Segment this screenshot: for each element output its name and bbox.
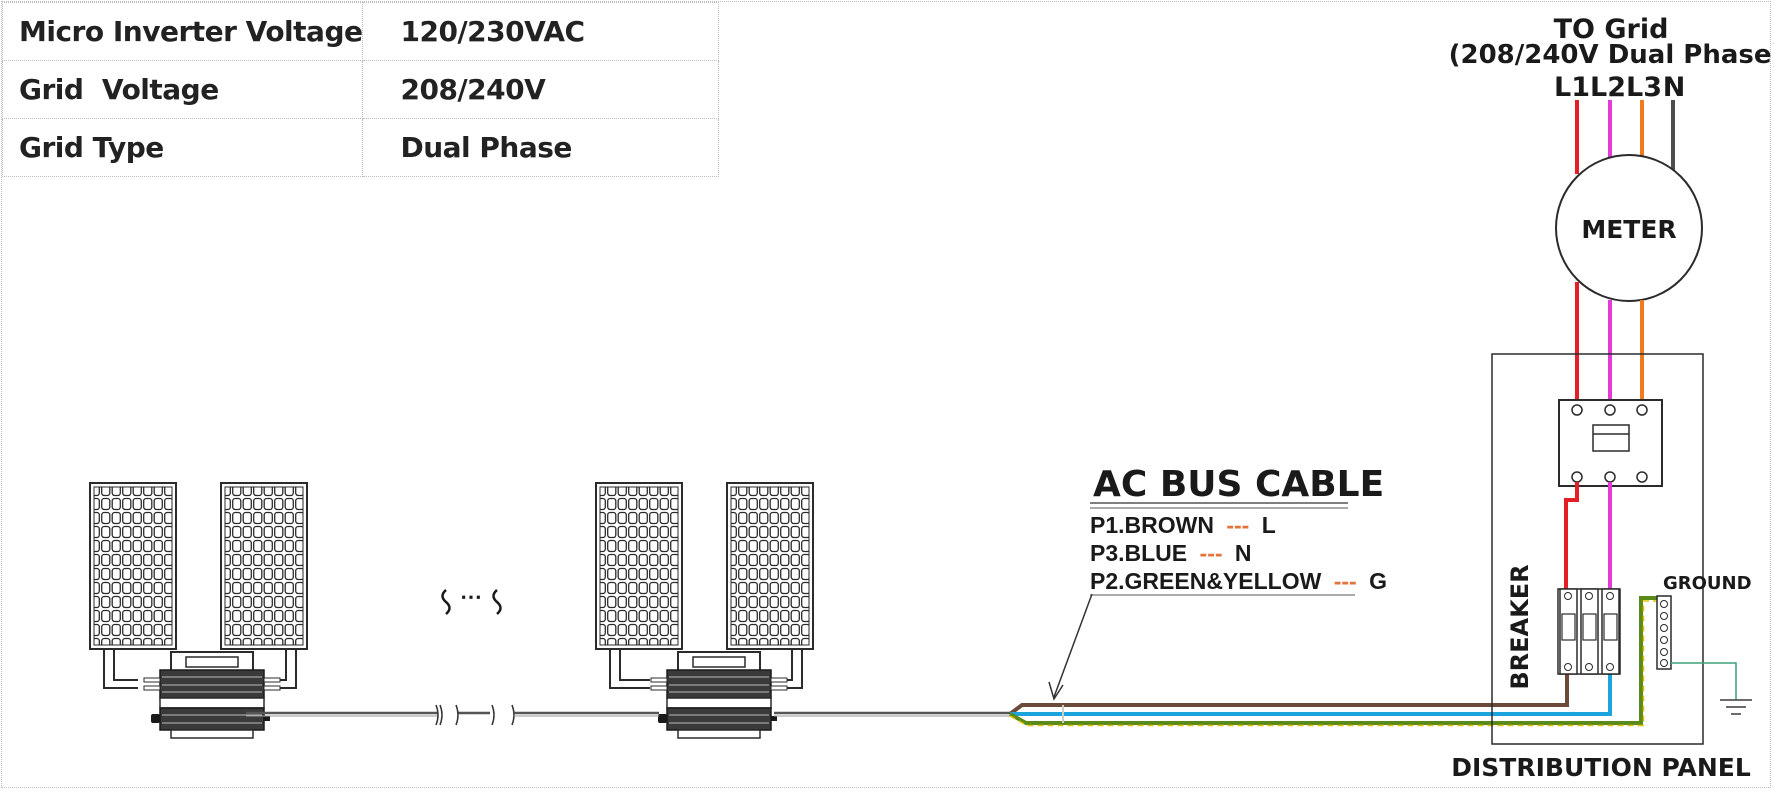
legend-code: G (1369, 568, 1387, 594)
dc-lead (776, 649, 793, 681)
svg-text:P1.BROWN --- L: P1.BROWN --- L (1090, 512, 1276, 538)
green-conductor (1009, 596, 1660, 725)
spec-label: Grid Type (1, 118, 364, 177)
legend-dash: --- (1200, 540, 1223, 566)
solar-panel (89, 482, 177, 650)
distribution-panel-label: DISTRIBUTION PANEL (1451, 753, 1751, 782)
ac-conductors (1008, 596, 1660, 727)
l1-feed (1564, 482, 1579, 589)
spec-label: Micro Inverter Voltage (1, 2, 364, 61)
solar-panel (726, 482, 814, 650)
cable-title: AC BUS CABLE (1093, 464, 1384, 505)
yellow-stripe (1009, 600, 1660, 727)
grid-header: TO Grid (208/240V Dual Phase) L1 L2 L3 N (1449, 14, 1774, 103)
continuation-marker: ⋯ (441, 584, 502, 615)
solar-group-2 (595, 482, 814, 739)
legend-item-name: P1.BROWN (1090, 512, 1214, 538)
dc-lead (262, 649, 287, 681)
cable-legend: AC BUS CABLE P1.BROWN --- L P3.BLUE --- … (1090, 464, 1387, 596)
micro-inverter (143, 651, 281, 739)
ground-wire (1671, 662, 1737, 700)
phase-label-l1: L1 (1554, 72, 1590, 103)
ground-label: GROUND (1663, 573, 1752, 594)
legend-code: L (1262, 512, 1276, 538)
grid-title: TO Grid (1554, 14, 1669, 45)
cable-pointer (1048, 593, 1093, 701)
meter: METER (1555, 154, 1703, 302)
svg-text:P2.GREEN&YELLOW ---: P2.GREEN&YELLOW --- G (1090, 568, 1387, 594)
spec-value: 120/230VAC (362, 2, 720, 61)
spec-value: Dual Phase (362, 118, 720, 177)
spec-value: 208/240V (362, 60, 720, 119)
ac-trunk-cable (246, 704, 1010, 726)
phase-label-l2: L2 (1590, 72, 1626, 103)
spec-row-grid-type: Grid Type Dual Phase (1, 118, 720, 177)
main-disconnect (1558, 399, 1663, 487)
distribution-panel-box (1491, 353, 1704, 745)
legend-code: N (1235, 540, 1252, 566)
dc-lead (609, 649, 650, 689)
ground-bar: GROUND (1656, 573, 1752, 715)
dc-lead (619, 649, 650, 681)
meter-label: METER (1581, 215, 1676, 244)
ellipsis-text: ⋯ (460, 584, 482, 609)
spec-label: Grid Voltage (1, 60, 364, 119)
breaker: BREAKER (1506, 564, 1621, 690)
solar-panel (595, 482, 683, 650)
dc-lead (103, 649, 138, 689)
brown-conductor (1008, 667, 1569, 716)
grid-feed-lines (1575, 100, 1675, 174)
grid-subtitle: (208/240V Dual Phase) (1449, 40, 1774, 70)
legend-item-name: P3.BLUE (1090, 540, 1187, 566)
phase-label-l3: L3 (1626, 72, 1662, 103)
meter-output-lines (1575, 282, 1644, 400)
blue-conductor (1010, 667, 1612, 716)
dc-lead (113, 649, 138, 681)
spec-row-grid-voltage: Grid Voltage 208/240V (1, 60, 720, 119)
legend-dash: --- (1334, 568, 1357, 594)
solar-group-1 (89, 482, 308, 739)
legend-dash: --- (1226, 512, 1249, 538)
spec-table: Micro Inverter Voltage 120/230VAC Grid V… (1, 2, 720, 177)
micro-inverter (650, 651, 788, 739)
solar-panel (220, 482, 308, 650)
spec-row-inverter-voltage: Micro Inverter Voltage 120/230VAC (1, 2, 720, 61)
svg-text:P3.BLUE --- N: P3.BLUE --- N (1090, 540, 1252, 566)
phase-label-n: N (1663, 72, 1686, 103)
legend-item-name: P2.GREEN&YELLOW (1090, 568, 1322, 594)
breaker-label: BREAKER (1506, 564, 1534, 689)
